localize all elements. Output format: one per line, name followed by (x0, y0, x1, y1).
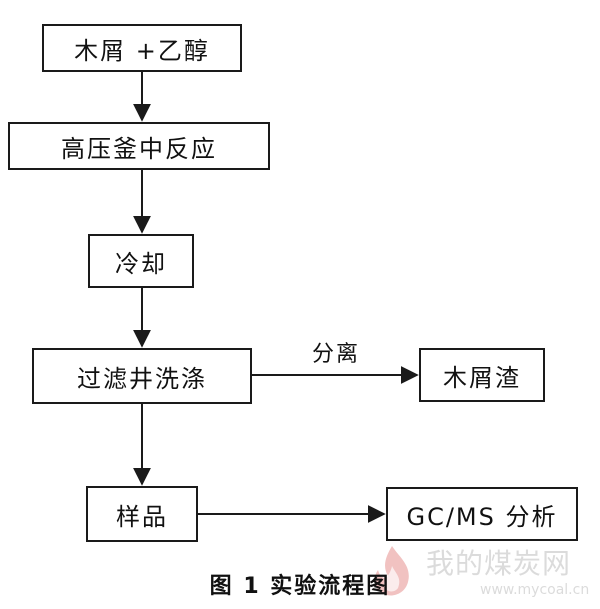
watermark-url: www.mycoal.cn (480, 582, 590, 598)
node-wood-residue-label: 木屑渣 (443, 363, 521, 392)
node-cooling-label: 冷却 (115, 249, 167, 278)
node-filter-wash-label: 过滤井洗涤 (77, 364, 207, 393)
node-wood-ethanol-label: 木屑 +乙醇 (74, 36, 210, 65)
node-wood-residue: 木屑渣 (419, 348, 545, 402)
watermark-text: 我的煤炭网 (426, 547, 572, 580)
node-filter-wash: 过滤井洗涤 (32, 348, 252, 404)
flame-logo-icon (374, 546, 409, 596)
node-cooling: 冷却 (88, 234, 194, 288)
figure-caption: 图 1 实验流程图 (209, 574, 391, 599)
node-gcms-analysis: GC/MS 分析 (386, 487, 578, 541)
node-sample-label: 样品 (116, 502, 168, 531)
node-autoclave-reaction-label: 高压釜中反应 (61, 134, 217, 163)
node-autoclave-reaction: 高压釜中反应 (8, 122, 270, 170)
edge-label-separation: 分离 (312, 342, 361, 367)
node-wood-ethanol: 木屑 +乙醇 (42, 24, 242, 72)
node-sample: 样品 (86, 486, 198, 542)
watermark: 我的煤炭网 www.mycoal.cn (360, 540, 590, 606)
node-gcms-analysis-label: GC/MS 分析 (406, 502, 558, 531)
